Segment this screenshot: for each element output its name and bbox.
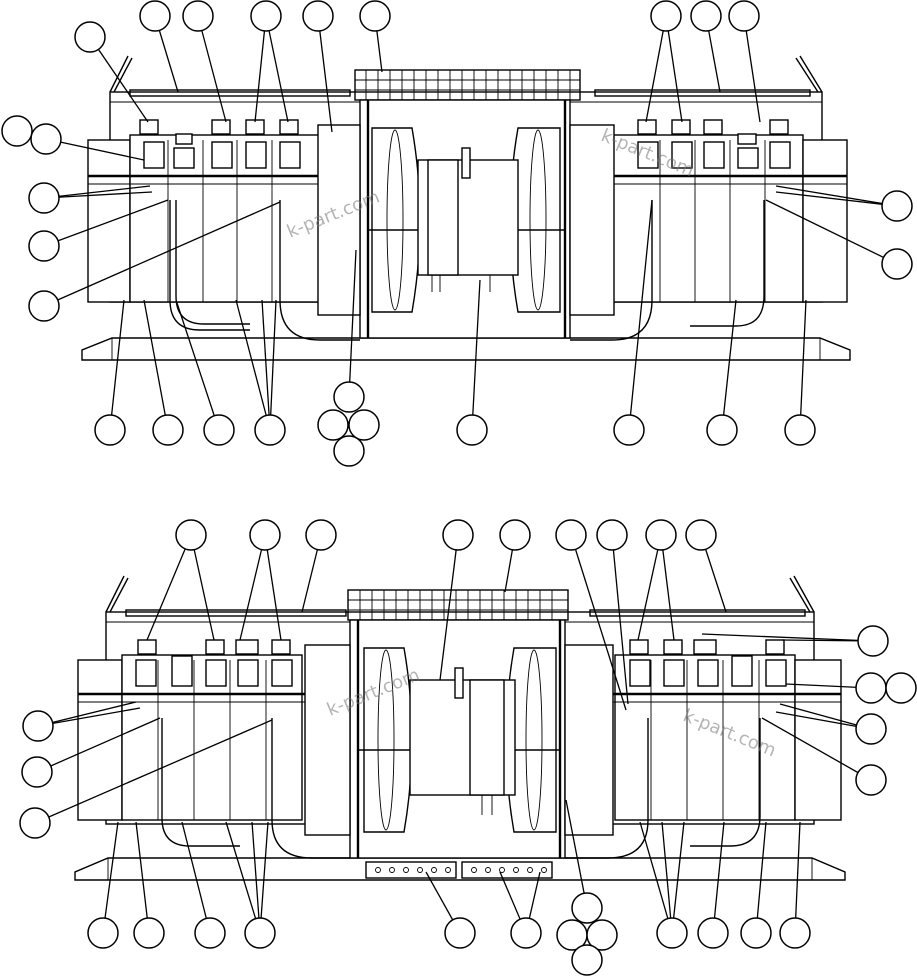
callout-balloon[interactable] [656,917,688,949]
callout-balloon[interactable] [94,414,126,446]
callout-balloon[interactable] [203,414,235,446]
callout-balloon[interactable] [175,519,207,551]
callout-balloon[interactable] [571,892,603,924]
callout-balloon[interactable] [456,414,488,446]
callout-balloon[interactable] [22,710,54,742]
callout-balloon[interactable] [28,230,60,262]
callout-balloon[interactable] [442,519,474,551]
callout-balloon[interactable] [499,519,531,551]
callout-balloon[interactable] [74,21,106,53]
callout-balloon[interactable] [444,917,476,949]
callout-balloon[interactable] [885,672,917,704]
callout-balloon[interactable] [855,764,887,796]
callout-balloon[interactable] [21,756,53,788]
callout-balloon[interactable] [333,435,365,467]
callout-balloon[interactable] [697,917,729,949]
upper-vent-grille [355,70,580,100]
callout-balloon[interactable] [1,115,33,147]
callout-balloon[interactable] [596,519,628,551]
callout-balloon[interactable] [586,919,618,951]
callout-balloon[interactable] [784,414,816,446]
callout-balloon[interactable] [317,409,349,441]
callout-balloon[interactable] [728,0,760,32]
callout-balloon[interactable] [30,123,62,155]
lower-left-terminals [135,639,293,687]
callout-balloon[interactable] [333,381,365,413]
callout-balloon[interactable] [510,917,542,949]
callout-balloon[interactable] [249,519,281,551]
callout-balloon[interactable] [855,713,887,745]
callout-balloon[interactable] [250,0,282,32]
callout-balloon[interactable] [690,0,722,32]
callout-balloon[interactable] [139,0,171,32]
callout-balloon[interactable] [685,519,717,551]
lower-right-terminals [629,639,787,687]
callout-balloon[interactable] [650,0,682,32]
callout-balloon[interactable] [302,0,334,32]
callout-balloon[interactable] [254,414,286,446]
callout-balloon[interactable] [182,0,214,32]
callout-balloon[interactable] [152,414,184,446]
callout-balloon[interactable] [779,917,811,949]
callout-balloon[interactable] [645,519,677,551]
lower-vent-grille [348,590,568,620]
callout-balloon[interactable] [881,248,913,280]
callout-balloon[interactable] [359,0,391,32]
upper-assembly-view [81,55,851,361]
callout-balloon[interactable] [87,917,119,949]
upper-left-terminals [139,119,301,169]
callout-balloon[interactable] [19,807,51,839]
callout-balloon[interactable] [244,917,276,949]
upper-right-terminals [637,119,791,169]
callout-balloon[interactable] [28,182,60,214]
callout-balloon[interactable] [706,414,738,446]
callout-balloon[interactable] [881,190,913,222]
callout-balloon[interactable] [613,414,645,446]
callout-balloon[interactable] [133,917,165,949]
lower-callout-balloons [19,519,917,976]
callout-balloon[interactable] [194,917,226,949]
callout-balloon[interactable] [305,519,337,551]
callout-balloon[interactable] [740,917,772,949]
lower-assembly-view [74,575,846,881]
callout-balloon[interactable] [348,409,380,441]
callout-balloon[interactable] [571,944,603,976]
callout-balloon[interactable] [28,290,60,322]
lower-bottom-rail-bolts [375,867,547,873]
callout-balloon[interactable] [555,519,587,551]
callout-balloon[interactable] [857,625,889,657]
upper-callout-balloons [1,0,913,467]
callout-balloon[interactable] [855,672,887,704]
